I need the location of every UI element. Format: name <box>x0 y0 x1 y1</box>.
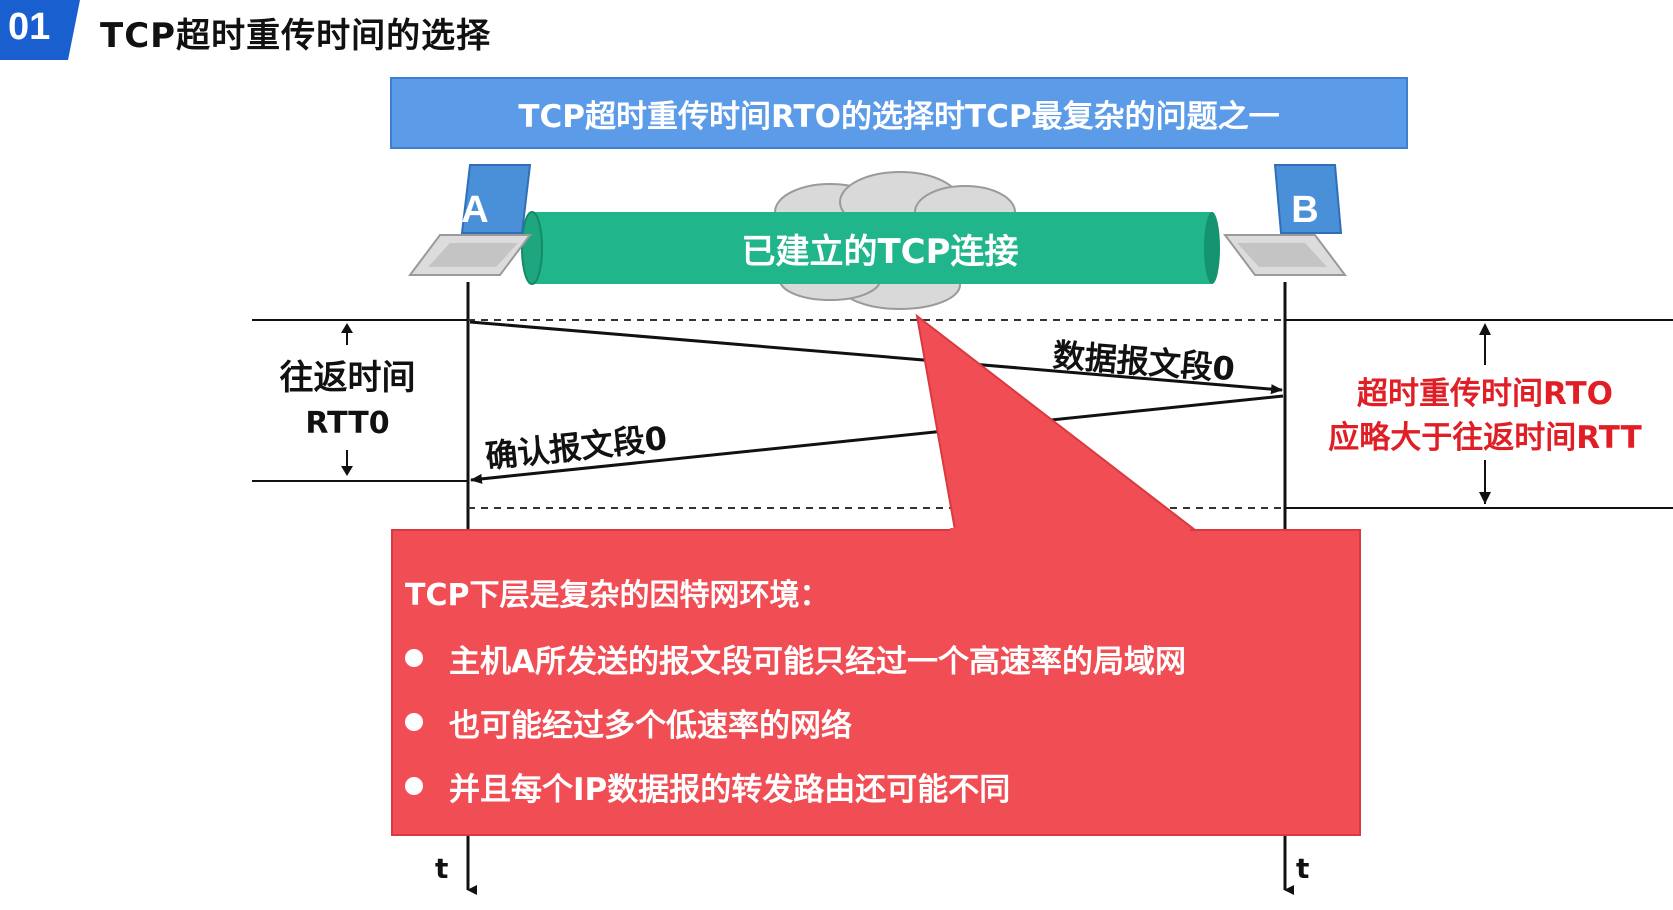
rto-note-line1: 超时重传时间RTO <box>1357 376 1613 412</box>
section-badge <box>0 0 80 60</box>
info-bullet: 并且每个IP数据报的转发路由还可能不同 <box>405 754 1355 818</box>
section-number: 01 <box>8 6 51 48</box>
bullet-dot-icon <box>405 777 423 795</box>
tcp-connection-pipe <box>521 211 1220 285</box>
bullet-dot-icon <box>405 713 423 731</box>
rto-note: 超时重传时间RTO 应略大于往返时间RTT <box>1300 372 1670 460</box>
info-bullet: 也可能经过多个低速率的网络 <box>405 690 1355 754</box>
topic-banner: TCP超时重传时间RTO的选择时TCP最复杂的问题之一 <box>390 77 1408 149</box>
connection-label: 已建立的TCP连接 <box>741 231 1019 272</box>
ack-segment-arrow <box>470 394 1284 484</box>
info-box: TCP下层是复杂的因特网环境： 主机A所发送的报文段可能只经过一个高速率的局域网… <box>405 570 1355 818</box>
rtt-label: 往返时间 RTT0 <box>240 355 455 447</box>
bullet-dot-icon <box>405 649 423 667</box>
laptop-b-icon <box>1223 164 1347 276</box>
info-bullet-text: 也可能经过多个低速率的网络 <box>449 707 852 744</box>
rtt-label-line2: RTT0 <box>305 406 390 441</box>
host-a-label: A <box>461 189 488 231</box>
rtt-label-line1: 往返时间 <box>279 358 416 398</box>
callout-box <box>391 313 1361 836</box>
data-segment-arrow <box>469 320 1283 395</box>
time-label-right: t <box>1296 852 1310 885</box>
page-title: TCP超时重传时间的选择 <box>100 16 492 56</box>
info-heading: TCP下层是复杂的因特网环境： <box>405 578 830 613</box>
info-bullet-text: 并且每个IP数据报的转发路由还可能不同 <box>449 771 1011 808</box>
rto-note-line2: 应略大于往返时间RTT <box>1328 420 1642 456</box>
time-label-left: t <box>435 852 449 885</box>
laptop-a-icon <box>408 164 532 276</box>
host-b-label: B <box>1291 189 1318 231</box>
info-bullet: 主机A所发送的报文段可能只经过一个高速率的局域网 <box>405 626 1355 690</box>
info-bullet-text: 主机A所发送的报文段可能只经过一个高速率的局域网 <box>449 643 1186 680</box>
